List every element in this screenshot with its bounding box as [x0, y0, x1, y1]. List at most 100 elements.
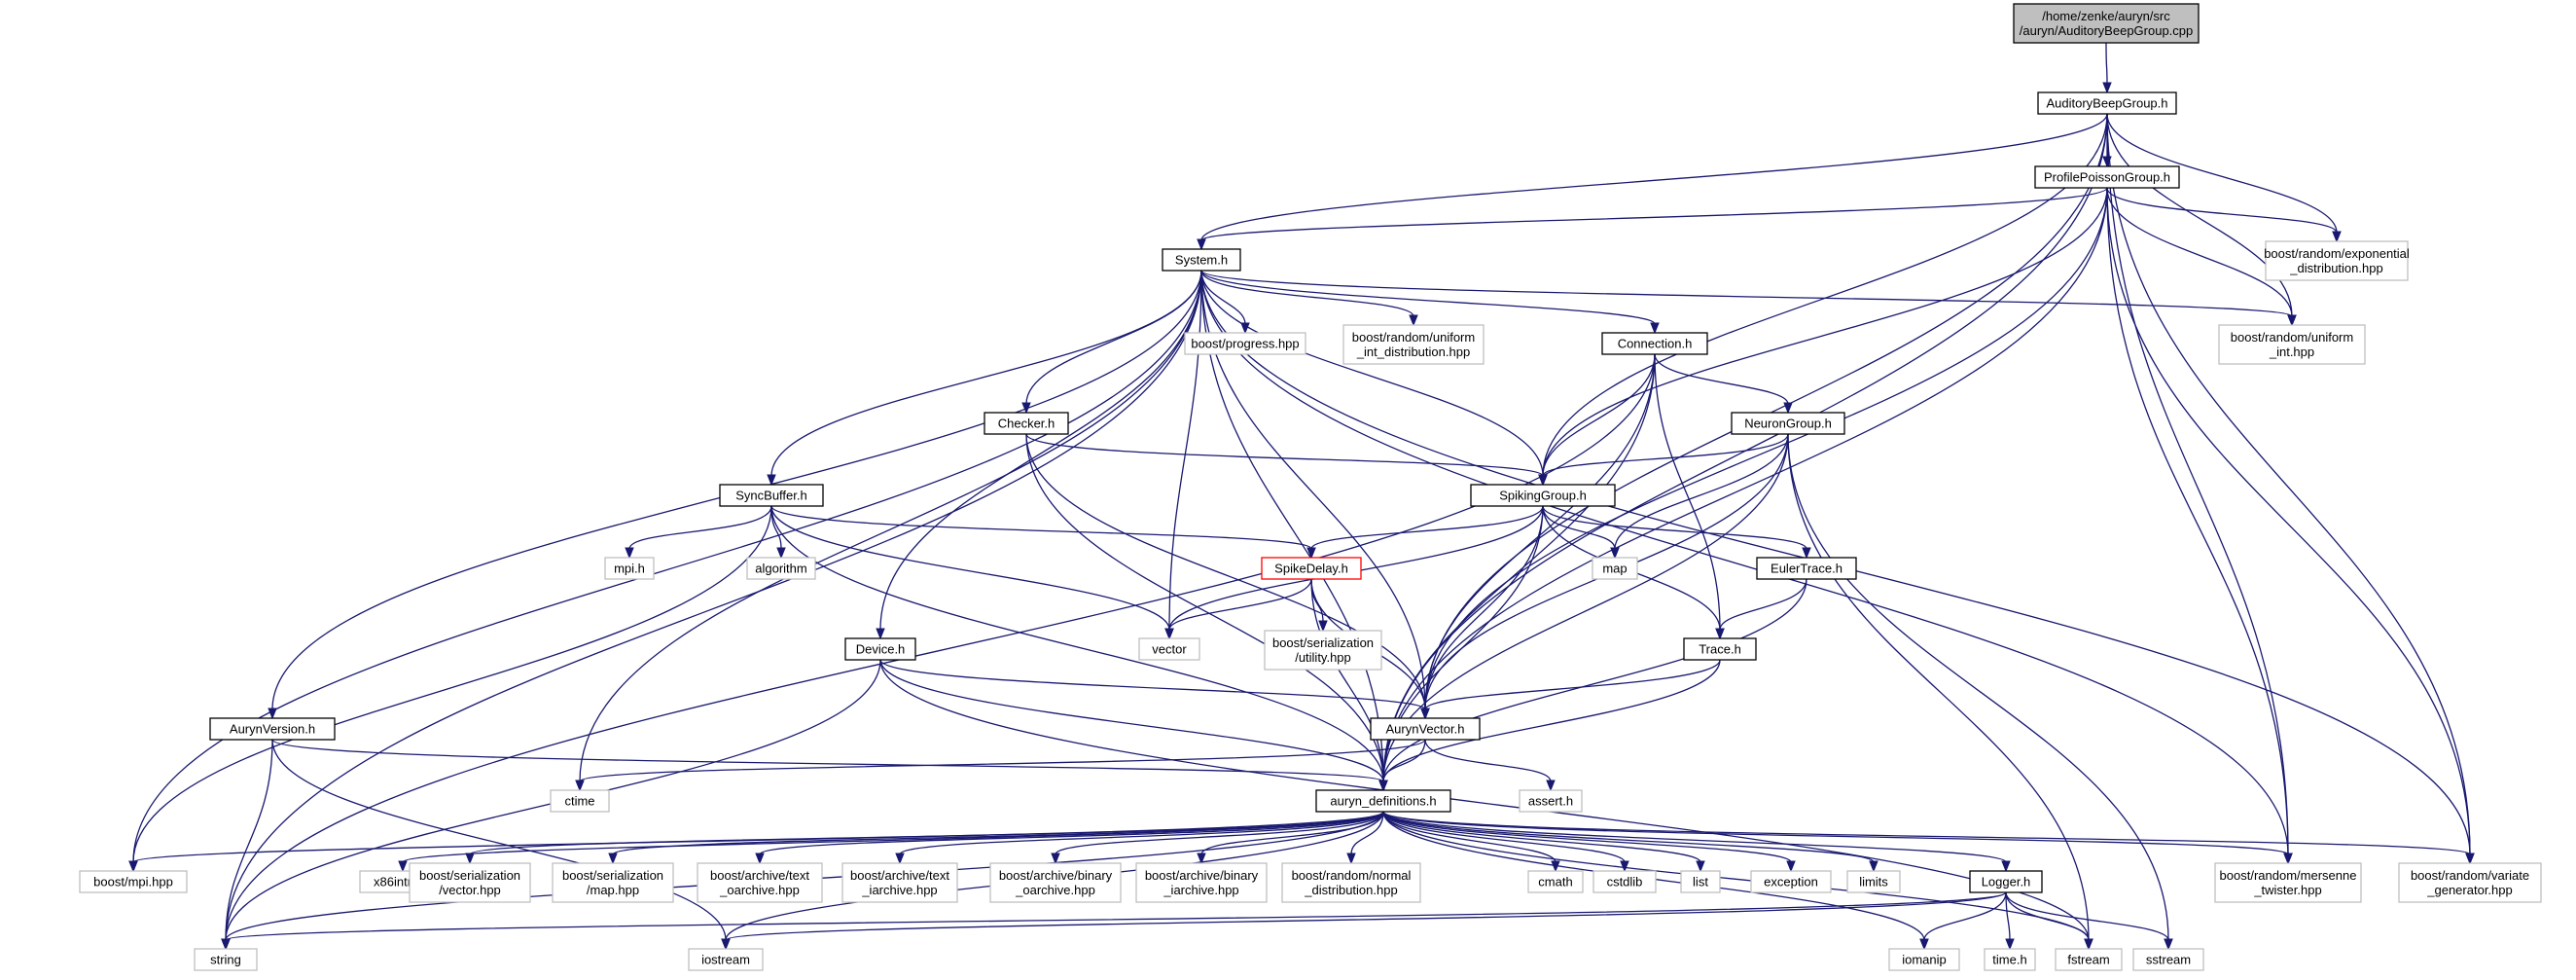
node-vg[interactable]: boost/random/variate_generator.hpp [2398, 862, 2542, 903]
node-sb[interactable]: SyncBuffer.h [719, 484, 824, 507]
node-brnd[interactable]: boost/random/normal_distribution.hpp [1281, 862, 1421, 903]
node-logger[interactable]: Logger.h [1969, 870, 2043, 893]
node-map[interactable]: map [1592, 557, 1638, 580]
node-ad[interactable]: auryn_definitions.h [1315, 789, 1451, 813]
node-conn[interactable]: Connection.h [1601, 332, 1708, 355]
node-box [1750, 870, 1832, 893]
node-et[interactable]: EulerTrace.h [1756, 557, 1857, 580]
node-bsu[interactable]: boost/serialization/utility.hpp [1264, 630, 1382, 671]
edge-ng-to-sg [1542, 433, 1789, 477]
node-checker[interactable]: Checker.h [984, 412, 1069, 435]
node-label: mpi.h [614, 562, 645, 576]
node-cmath[interactable]: cmath [1527, 870, 1584, 893]
node-prog[interactable]: boost/progress.hpp [1184, 332, 1306, 355]
edge-ad-to-mt [1382, 811, 2289, 855]
node-ppg[interactable]: ProfilePoissonGroup.h [2034, 165, 2180, 189]
node-label: boost/random/mersenne [2220, 868, 2357, 883]
node-label: _oarchive.hpp [719, 883, 800, 897]
node-mpih[interactable]: mpi.h [604, 557, 655, 580]
arrowhead [755, 853, 765, 865]
node-box [550, 789, 610, 813]
edge-logger-to-string [225, 891, 2007, 941]
node-iomanip[interactable]: iomanip [1888, 948, 1960, 971]
node-box [989, 862, 1122, 903]
node-sys[interactable]: System.h [1162, 248, 1241, 272]
arrowhead [1420, 708, 1430, 720]
node-sg[interactable]: SpikingGroup.h [1470, 484, 1616, 507]
node-exception[interactable]: exception [1750, 870, 1832, 893]
node-babi[interactable]: boost/archive/binary_iarchive.hpp [1135, 862, 1268, 903]
arrowhead [1240, 322, 1250, 335]
arrowhead [1197, 853, 1206, 865]
edge-checker-to-sg [1025, 433, 1544, 477]
node-dev[interactable]: Device.h [844, 637, 916, 661]
node-timeh[interactable]: time.h [1984, 948, 2036, 971]
edge-sg-to-av [1424, 505, 1544, 710]
node-label: _distribution.hpp [2289, 261, 2382, 275]
node-label: SpikeDelay.h [1274, 562, 1348, 576]
node-label: boost/archive/binary [1145, 868, 1259, 883]
arrowhead [1051, 853, 1060, 865]
node-label: boost/random/exponential [2264, 246, 2410, 261]
edge-ad-to-bato [759, 811, 1384, 855]
node-assert[interactable]: assert.h [1519, 789, 1583, 813]
edge-sys-to-conn [1200, 270, 1656, 325]
node-aver[interactable]: AurynVersion.h [209, 717, 336, 741]
node-bati[interactable]: boost/archive/text_iarchive.hpp [841, 862, 958, 903]
node-mt[interactable]: boost/random/mersenne_twister.hpp [2214, 862, 2362, 903]
node-ng[interactable]: NeuronGroup.h [1731, 412, 1845, 435]
node-mpihpp[interactable]: boost/mpi.hpp [79, 870, 188, 893]
node-exp[interactable]: boost/random/exponential_distribution.hp… [2264, 240, 2410, 281]
node-trace[interactable]: Trace.h [1683, 637, 1757, 661]
edge-aver-to-iostream [271, 739, 727, 941]
node-abg[interactable]: AuditoryBeepGroup.h [2037, 91, 2177, 115]
node-list[interactable]: list [1680, 870, 1721, 893]
edge-ppg-to-uint [2106, 187, 2293, 317]
arrowhead [721, 938, 731, 951]
node-label: AurynVersion.h [230, 722, 315, 737]
edge-et-to-ad [1382, 578, 1807, 782]
edge-trace-to-ad [1382, 659, 1721, 782]
edge-ad-to-bsv [469, 811, 1384, 855]
node-label: _oarchive.hpp [1015, 883, 1095, 897]
arrowhead [1306, 547, 1316, 560]
edge-ppg-to-vg [2106, 187, 2471, 855]
edge-conn-to-ad [1382, 353, 1656, 782]
node-string[interactable]: string [194, 948, 258, 971]
edge-ad-to-cmath [1382, 811, 1556, 863]
node-box [1342, 324, 1485, 365]
node-box [2037, 91, 2177, 115]
node-av[interactable]: AurynVector.h [1370, 717, 1481, 741]
node-iostream[interactable]: iostream [688, 948, 764, 971]
node-bsv[interactable]: boost/serialization/vector.hpp [409, 862, 531, 903]
arrowhead [1378, 780, 1388, 792]
node-fstream[interactable]: fstream [2055, 948, 2123, 971]
node-ctime[interactable]: ctime [550, 789, 610, 813]
node-uint[interactable]: boost/random/uniform_int.hpp [2218, 324, 2366, 365]
node-box [1731, 412, 1845, 435]
node-label: Logger.h [1982, 875, 2031, 889]
edge-ng-to-map [1614, 433, 1789, 550]
edge-ad-to-cstdlib [1382, 811, 1626, 863]
edge-conn-to-ng [1654, 353, 1789, 405]
node-limits[interactable]: limits [1846, 870, 1901, 893]
arrowhead [575, 780, 585, 792]
node-babo[interactable]: boost/archive/binary_oarchive.hpp [989, 862, 1122, 903]
node-box [984, 412, 1069, 435]
node-bsm[interactable]: boost/serialization/map.hpp [552, 862, 674, 903]
edge-sys-to-checker [1025, 270, 1202, 405]
arrowhead [2283, 853, 2293, 865]
node-label: boost/archive/binary [999, 868, 1113, 883]
node-root[interactable]: /home/zenke/auryn/src/auryn/AuditoryBeep… [2013, 3, 2200, 44]
node-label: boost/random/uniform [2231, 330, 2353, 345]
node-uid[interactable]: boost/random/uniform_int_distribution.hp… [1342, 324, 1485, 365]
node-vector[interactable]: vector [1138, 637, 1200, 661]
edge-sg-to-map [1542, 505, 1616, 550]
node-algo[interactable]: algorithm [746, 557, 816, 580]
edge-aver-to-string [225, 739, 273, 941]
node-bato[interactable]: boost/archive/text_oarchive.hpp [697, 862, 823, 903]
node-cstdlib[interactable]: cstdlib [1592, 870, 1657, 893]
node-sstream[interactable]: sstream [2132, 948, 2204, 971]
node-sd[interactable]: SpikeDelay.h [1261, 557, 1362, 580]
arrowhead [2287, 314, 2297, 327]
